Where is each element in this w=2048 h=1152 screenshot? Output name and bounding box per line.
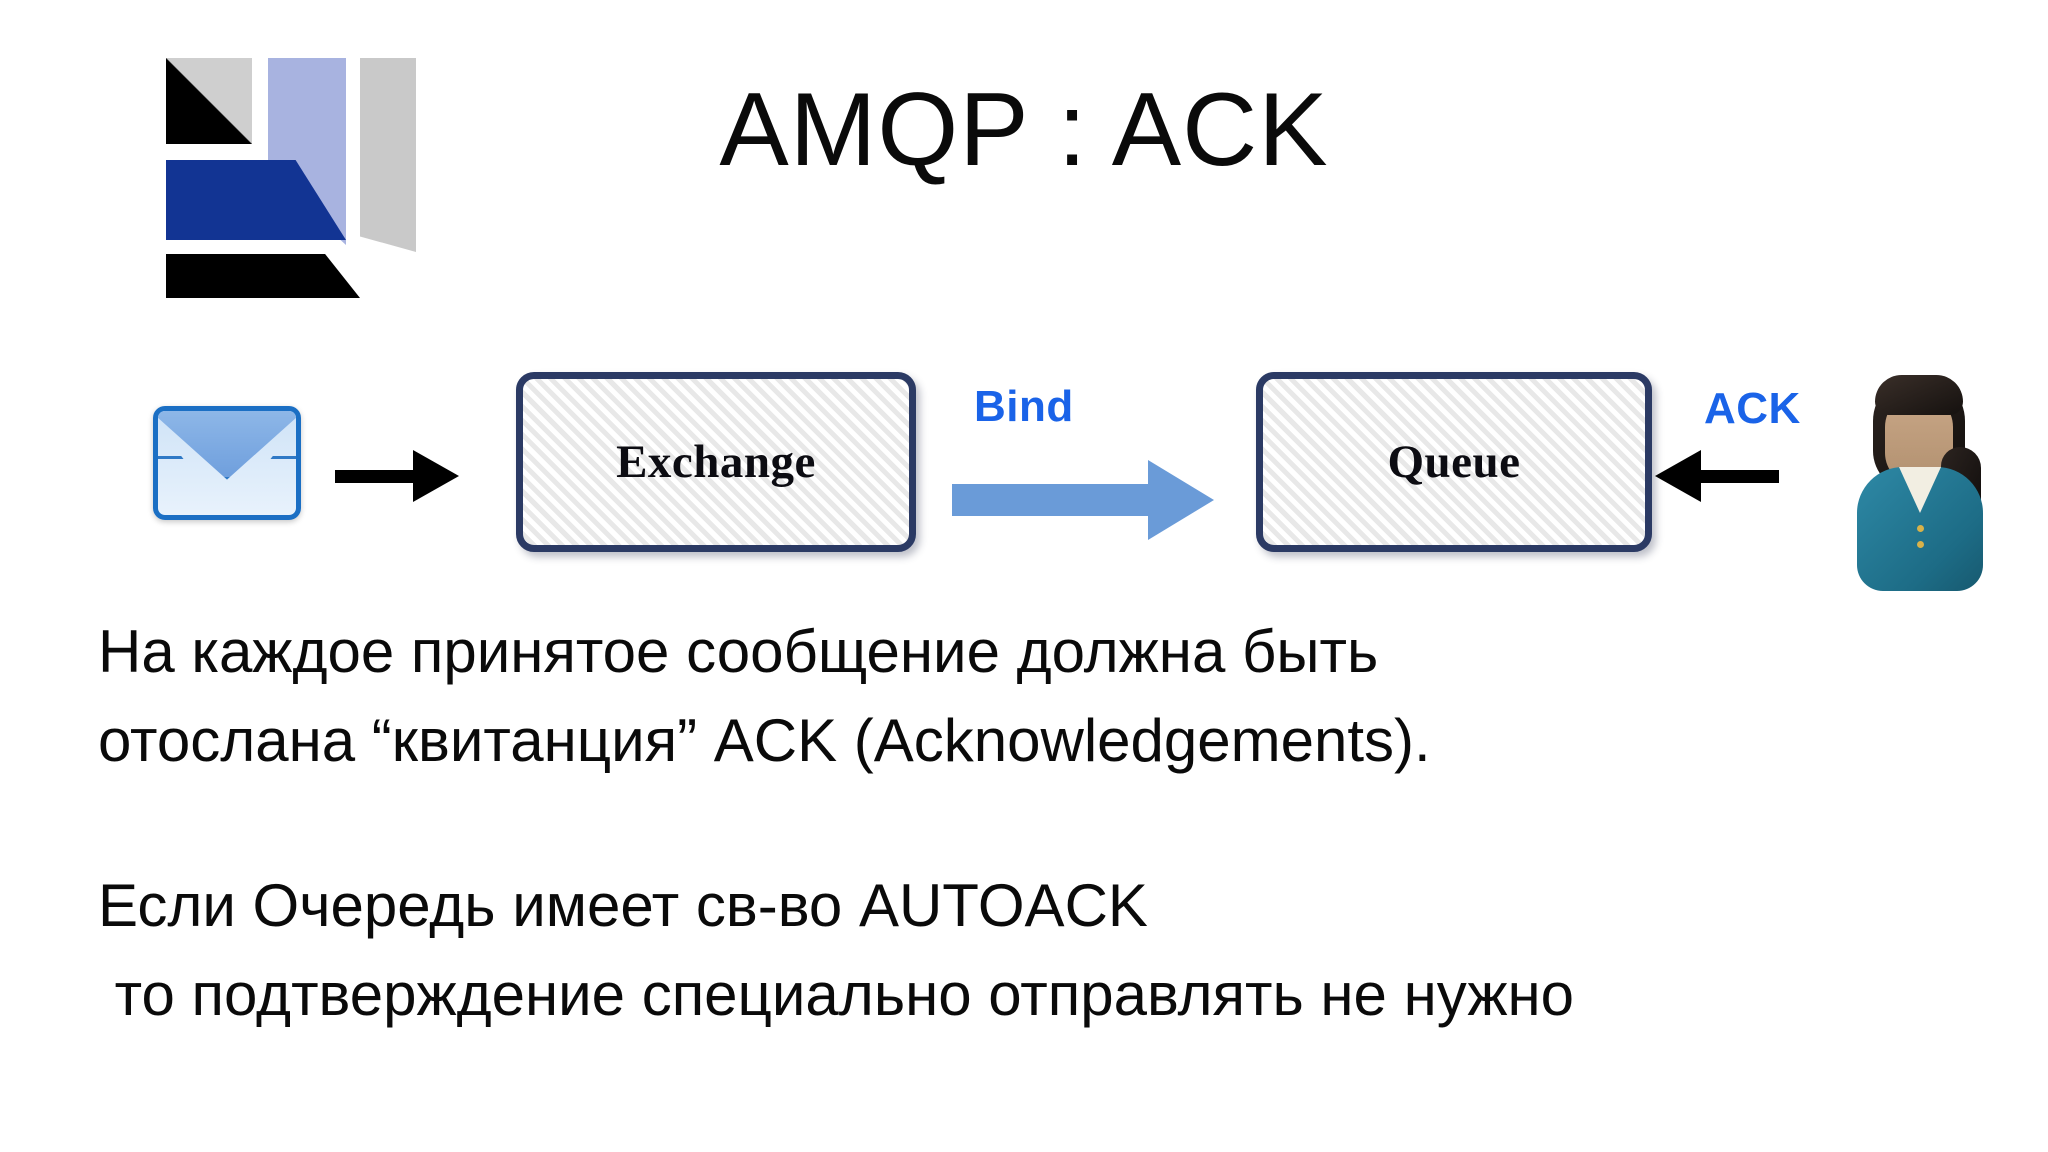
person-fringe xyxy=(1875,375,1963,415)
black-arrow-right-icon xyxy=(335,450,459,502)
black-arrow-left-icon xyxy=(1655,450,1779,502)
queue-box[interactable]: Queue xyxy=(1256,372,1652,552)
arrow-shaft xyxy=(335,469,413,483)
bind-label: Bind xyxy=(974,382,1074,431)
company-logo xyxy=(152,58,416,298)
exchange-box[interactable]: Exchange xyxy=(516,372,916,552)
logo-shape-black-gray-triangle xyxy=(166,58,252,144)
person-button-1 xyxy=(1917,525,1924,532)
queue-box-label: Queue xyxy=(1387,436,1521,488)
bind-arrow-shaft xyxy=(952,484,1148,516)
exchange-box-label: Exchange xyxy=(616,436,816,488)
body-paragraph-2: Если Очередь имеет св-во AUTOACK то подт… xyxy=(98,872,1575,1028)
person-button-2 xyxy=(1917,541,1924,548)
blue-arrow-right-icon xyxy=(952,460,1214,540)
ack-label: ACK xyxy=(1704,384,1801,433)
body-paragraph-1: На каждое принятое сообщение должна быть… xyxy=(98,618,1431,774)
amqp-flow-diagram: Exchange Bind Queue ACK xyxy=(0,350,2048,610)
arrow-shaft xyxy=(1701,469,1779,483)
arrow-head xyxy=(413,450,459,502)
arrow-head xyxy=(1655,450,1701,502)
bind-arrow-head xyxy=(1148,460,1214,540)
person-icon xyxy=(1855,375,1985,591)
envelope-icon xyxy=(153,406,301,520)
slide-title: AMQP : ACK xyxy=(719,72,1329,188)
logo-shape-black-bar xyxy=(166,254,360,298)
logo-shape-gray-column xyxy=(360,58,416,252)
